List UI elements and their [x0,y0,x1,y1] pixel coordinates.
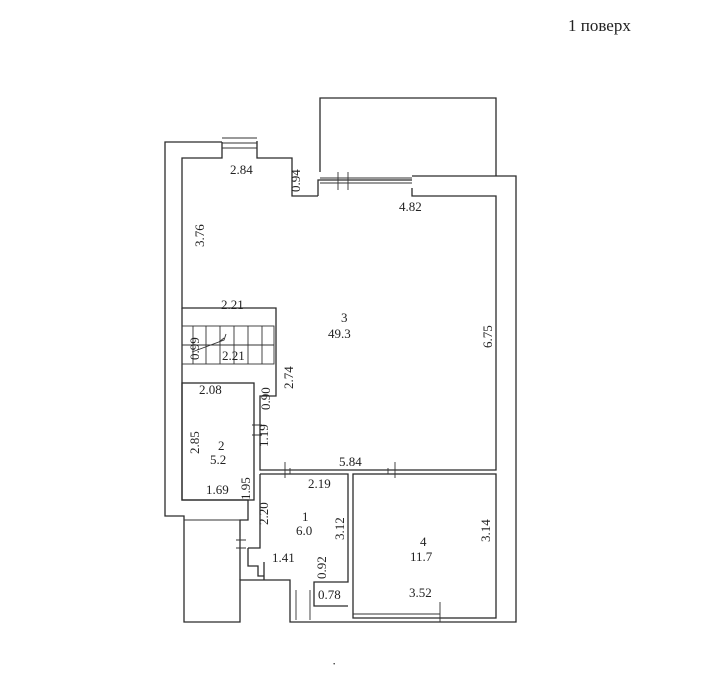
room-4-number: 4 [420,534,427,549]
dim-0-90: 0.90 [258,387,273,410]
porch-right [295,590,311,620]
dim-2-08: 2.08 [199,382,222,397]
dimension-labels: 2.84 0.94 4.82 3.76 2.21 0.99 2.21 2.74 … [187,162,495,602]
dim-4-82: 4.82 [399,199,422,214]
door-ticks [284,462,396,478]
dim-3-14: 3.14 [478,519,493,542]
floor-title: 1 поверх [568,16,631,35]
dim-2-21-top: 2.21 [221,297,244,312]
dim-2-19: 2.19 [308,476,331,491]
dim-1-69: 1.69 [206,482,229,497]
room-1-number: 1 [302,509,309,524]
dim-3-12: 3.12 [332,517,347,540]
door-marks [280,468,389,474]
walls [164,97,517,623]
dim-2-74: 2.74 [281,366,296,389]
dim-3-76: 3.76 [192,224,207,247]
balcony-outline [319,97,497,176]
dim-1-41: 1.41 [272,550,295,565]
dim-1-95: 1.95 [238,477,253,500]
dim-0-94: 0.94 [288,169,303,192]
dim-2-84: 2.84 [230,162,253,177]
room-2-walls [181,382,255,501]
room-4-area: 11.7 [410,549,433,564]
balcony-door [320,172,412,190]
room-3-number: 3 [341,310,348,325]
room-labels: 3 49.3 2 5.2 1 6.0 4 11.7 [210,310,433,564]
door-room-2 [252,424,262,436]
inner-wall-upper [181,142,497,471]
dim-6-75: 6.75 [480,325,495,348]
dim-5-84: 5.84 [339,454,362,469]
room-1-area: 6.0 [296,523,312,538]
dim-1-19: 1.19 [256,424,271,447]
room-2-number: 2 [218,438,225,453]
room-1-walls [247,473,349,607]
dim-0-99: 0.99 [187,337,202,360]
scan-mark: · [332,656,336,671]
window-top-left [222,137,257,149]
dim-0-78: 0.78 [318,587,341,602]
dim-3-52: 3.52 [409,585,432,600]
window-room-4 [353,602,441,622]
entrance-door [236,536,246,552]
dim-0-92: 0.92 [314,556,329,579]
inner-wall [256,141,318,197]
inner-wall-top-right [317,179,412,196]
outer-wall [164,141,517,623]
room-2-area: 5.2 [210,452,226,467]
dim-2-21-stair: 2.21 [222,348,245,363]
stairs [182,326,274,364]
dim-2-20: 2.20 [256,502,271,525]
dim-2-85: 2.85 [187,431,202,454]
room-3-area: 49.3 [328,326,351,341]
